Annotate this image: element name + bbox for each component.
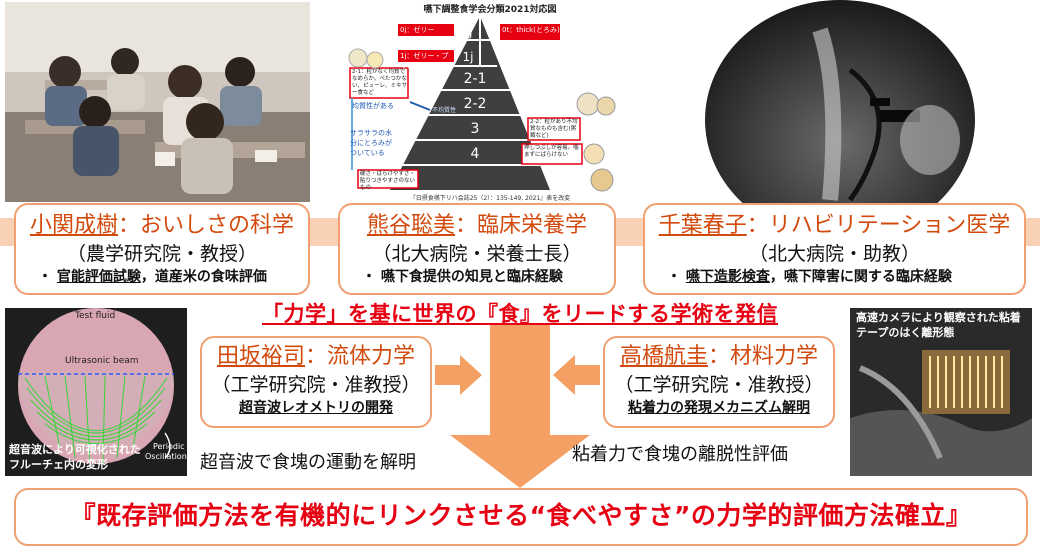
- headline: 「力学」を基に世界の『食』をリードする学術を発信: [200, 298, 840, 328]
- card-kumagai: 熊谷聡美：臨床栄養学 （北大病院・栄養士長） ・ 嚥下食提供の知見と臨床経験: [338, 203, 616, 295]
- bullet: ・: [667, 269, 686, 285]
- callout-side: サラサラの水分にとろみがついている: [350, 129, 392, 157]
- card-tasaka: 田坂裕司：流体力学 （工学研究院・准教授） 超音波レオメトリの開発: [200, 336, 432, 428]
- level-4: 4: [470, 146, 480, 162]
- label-ultrasonic-beam: Ultrasonic beam: [65, 356, 139, 366]
- label-osc-1: Periodic: [153, 442, 185, 451]
- affiliation-takahashi: （工学研究院・准教授）: [614, 374, 824, 396]
- bullet: ・: [38, 269, 57, 285]
- subtext-right: 粘着力で食塊の離脱性評価: [572, 444, 788, 465]
- pyramid-source: 『日摂食嚥下リハ会誌25（2）：135-149, 2021』表を改変: [409, 195, 571, 202]
- bullet: ・: [362, 269, 381, 285]
- level-0t: 0t: [493, 40, 507, 54]
- ultrasound-caption: 超音波により可視化されたフルーチェ内の変形: [9, 443, 141, 471]
- desc-chiba-underline: 嚥下造影検査: [685, 269, 770, 285]
- callout-4: 硬さ・ばらけやすさ・貼りつきやすさのないもの: [360, 171, 416, 191]
- field-kumagai: ：臨床栄養学: [455, 213, 588, 238]
- dysphagia-diet-pyramid: 嚥下調整食学会分類2021対応図 0j 0t 1j 2-1 2-2 3 4 0j…: [330, 0, 630, 205]
- card-koseki: 小関成樹：おいしさの科学 （農学研究院・教授） ・ 官能評価試験，道産米の食味評…: [14, 203, 310, 295]
- card-takahashi: 高橋航圭：材料力学 （工学研究院・准教授） 粘着力の発現メカニズム解明: [603, 336, 835, 428]
- callout-2-2: 2-2：粒があり不均質なものも含む(粥類など): [530, 119, 578, 139]
- affiliation-chiba: （北大病院・助教）: [748, 243, 920, 265]
- label-osc-2: Oscillation: [145, 452, 187, 461]
- level-1j: 1j: [462, 50, 474, 64]
- conclusion-box: 『既存評価方法を有機的にリンクさせる“食べやすさ”の力学的評価方法確立』: [14, 488, 1028, 546]
- name-koseki: 小関成樹: [29, 213, 118, 238]
- desc-koseki-underline: 官能評価試験: [56, 269, 141, 285]
- name-chiba: 千葉春子: [658, 213, 747, 238]
- affiliation-tasaka: （工学研究院・准教授）: [211, 374, 421, 396]
- field-tasaka: ：流体力学: [305, 344, 416, 369]
- headline-text: 「力学」を基に世界の『食』をリードする学術を発信: [262, 302, 778, 326]
- desc-chiba: ，嚥下障害に関する臨床経験: [769, 269, 952, 285]
- label-test-fluid: Test fluid: [75, 311, 116, 321]
- field-takahashi: ：材料力学: [708, 344, 819, 369]
- pyramid-title: 嚥下調整食学会分類2021対応図: [423, 5, 557, 15]
- swallow-xray-image: [700, 0, 975, 205]
- desc-takahashi: 粘着力の発現メカニズム解明: [628, 400, 810, 416]
- callout-0t: 0t：thick(とろみ): [502, 26, 560, 34]
- subtext-left: 超音波で食塊の運動を解明: [200, 452, 416, 473]
- classroom-photo: [5, 2, 310, 202]
- desc-tasaka: 超音波レオメトリの開発: [239, 400, 393, 416]
- affiliation-kumagai: （北大病院・栄養士長）: [372, 243, 582, 265]
- high-speed-camera-image: 高速カメラにより観察された粘着テープのはく離形態: [850, 308, 1032, 476]
- camera-caption: 高速カメラにより観察された粘着テープのはく離形態: [856, 311, 1021, 339]
- callout-1j: 1j：ゼリー・プリン: [400, 52, 449, 70]
- affiliation-koseki: （農学研究院・教授）: [66, 243, 257, 265]
- right-arrow-left: [435, 355, 482, 395]
- level-3: 3: [470, 121, 480, 137]
- field-koseki: ：おいしさの科学: [118, 213, 295, 238]
- desc-kumagai: 嚥下食提供の知見と臨床経験: [380, 269, 563, 285]
- level-2-1: 2-1: [463, 71, 487, 87]
- callout-nonhomog: 不均質性: [432, 107, 457, 114]
- name-tasaka: 田坂裕司: [216, 344, 305, 369]
- field-chiba: ：リハビリテーション医学: [746, 213, 1011, 238]
- desc-koseki: ，道産米の食味評価: [140, 269, 267, 285]
- card-chiba: 千葉春子：リハビリテーション医学 （北大病院・助教） ・ 嚥下造影検査，嚥下障害…: [643, 203, 1026, 295]
- callout-homog: 均質性がある: [352, 102, 394, 110]
- level-2-2: 2-2: [463, 96, 487, 112]
- name-takahashi: 高橋航圭: [619, 344, 708, 369]
- pyramid-shape: [390, 16, 550, 190]
- callout-2-1: 2-1：粒がなく均質でなめらか。べたつかない、ピューレ、ミキサー食など: [352, 69, 408, 96]
- name-kumagai: 熊谷聡美: [366, 213, 455, 238]
- down-arrow: [450, 325, 590, 488]
- conclusion-text: 『既存評価方法を有機的にリンクさせる“食べやすさ”の力学的評価方法確立』: [70, 501, 972, 530]
- callout-3: 押しつぶしが容易。噛まずにばらけない: [524, 145, 579, 158]
- callout-0j: 0j：ゼリー: [400, 26, 435, 34]
- left-arrow-right: [553, 355, 600, 395]
- level-0j: 0j: [461, 25, 473, 39]
- ultrasound-image: Test fluid Ultrasonic beam Periodic Osci…: [5, 308, 187, 476]
